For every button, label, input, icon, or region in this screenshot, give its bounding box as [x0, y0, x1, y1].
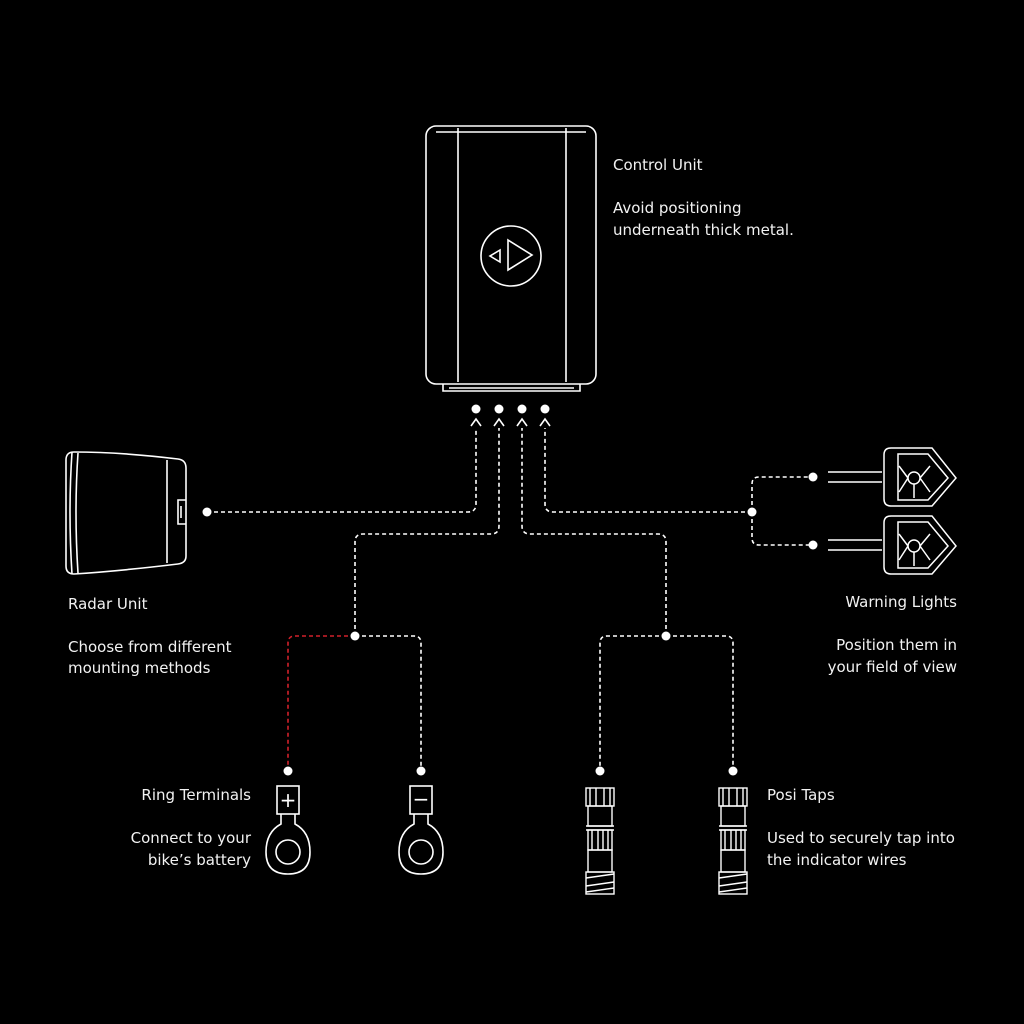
- warning-light-icon: [828, 515, 957, 575]
- plus-symbol: +: [280, 788, 297, 812]
- posi-taps-note-line1: Used to securely tap into: [767, 829, 955, 847]
- ring-terminal-icon: [398, 785, 444, 875]
- radar-unit-title: Radar Unit: [68, 595, 148, 613]
- radar-wire: [207, 428, 477, 513]
- warning-lights-note-line2: your field of view: [827, 658, 957, 676]
- ring-terminal-icon: [265, 785, 311, 875]
- port-arrows: [470, 417, 551, 427]
- posi-taps-title: Posi Taps: [767, 786, 835, 804]
- control-unit-note-line1: Avoid positioning: [613, 199, 742, 217]
- warning-lights-note-line1: Position them in: [836, 636, 957, 654]
- control-unit-title: Control Unit: [613, 156, 703, 174]
- negative-wire: [355, 635, 422, 771]
- control-unit-note-line2: underneath thick metal.: [613, 221, 794, 239]
- posi-tap-wire: [521, 428, 667, 636]
- warning-light-icon: [828, 447, 957, 507]
- warning-light-wire: [544, 428, 752, 513]
- warning-light-branch-top: [751, 476, 813, 512]
- radar-unit-note-line1: Choose from different: [68, 638, 232, 656]
- radar-unit-note-line2: mounting methods: [68, 659, 211, 677]
- ring-terminal-wire: [354, 428, 500, 636]
- posi-taps-note-line2: the indicator wires: [767, 851, 907, 869]
- warning-light-branch-bottom: [751, 512, 813, 546]
- radar-unit-icon: [65, 451, 187, 575]
- control-unit-icon: [425, 125, 597, 392]
- ring-terminals-title: Ring Terminals: [141, 786, 251, 804]
- minus-symbol: −: [413, 787, 430, 811]
- posi-tap-branch-left: [599, 635, 666, 771]
- positive-wire: [287, 635, 355, 771]
- posi-tap-icon: [718, 787, 748, 895]
- connection-dots: [202, 404, 818, 776]
- posi-tap-branch-right: [666, 635, 734, 771]
- ring-terminals-note-line2: bike’s battery: [147, 851, 251, 869]
- warning-lights-title: Warning Lights: [845, 593, 957, 611]
- posi-tap-icon: [585, 787, 615, 895]
- ring-terminals-note-line1: Connect to your: [130, 829, 251, 847]
- wires: [207, 428, 813, 771]
